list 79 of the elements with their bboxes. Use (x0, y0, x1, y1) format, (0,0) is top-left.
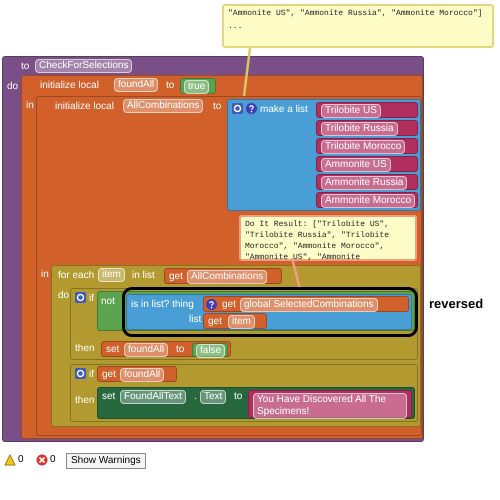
annotation-text: reversed (429, 296, 484, 311)
name-field: foundAll (114, 78, 158, 92)
block-label: do (58, 290, 70, 302)
name-field: Ammonite US (321, 158, 391, 172)
block-label: . (194, 391, 197, 403)
string-block (316, 120, 418, 136)
comment-bubble (222, 4, 494, 48)
block-label: set (102, 391, 116, 403)
comment-text: "Ammonite US", "Ammonite Russia", "Ammonite Morocco"] (227, 8, 484, 19)
comment-text: Do It Result: ["Trilobite US", "Trilobite Russia", "Trilobite Morocco", "Ammonite Morocco", "Ammonite US", "Ammonite (244, 219, 390, 263)
block-label: get (208, 316, 222, 328)
loop-block (51, 265, 421, 427)
string-block (316, 192, 418, 208)
block-label: for each (58, 270, 94, 282)
name-field: foundAll (120, 368, 164, 382)
name-field: CheckForSelections (35, 59, 132, 73)
getter-block (164, 268, 282, 284)
block-label: not (101, 296, 115, 308)
getter-block (203, 296, 409, 312)
name-field: foundAll (124, 343, 168, 357)
list-block (227, 99, 421, 211)
name-field: Text (200, 390, 226, 404)
getter-block (203, 313, 267, 329)
block-label: set (106, 344, 120, 356)
if-block (70, 288, 418, 360)
block-label: if (89, 369, 94, 381)
block-label: in (26, 100, 34, 112)
block-label: in list (132, 270, 155, 282)
count-label: 0 (18, 454, 24, 466)
toggle-button: Show Warnings (66, 453, 146, 469)
block-label: if (89, 293, 94, 305)
name-field: item (98, 268, 125, 282)
block-label: do (7, 81, 18, 93)
block-label: to (213, 101, 222, 113)
block-label: list (189, 314, 202, 326)
name-field: Ammonite Morocco (321, 194, 416, 208)
block-label: make a list (260, 104, 308, 116)
block-label: to (234, 391, 242, 403)
boolean-block (192, 343, 228, 357)
block-label: in (41, 269, 49, 281)
block-label: to (166, 80, 174, 92)
block-label: to (176, 344, 184, 356)
string-block (316, 174, 418, 190)
highlight-outline (122, 287, 418, 337)
name-field: false (196, 344, 226, 358)
block-label: get (102, 369, 116, 381)
block-label: get (222, 299, 236, 311)
getter-block (97, 366, 177, 382)
block-label: then (75, 395, 94, 407)
name-field: true (184, 80, 210, 94)
block-label: to (21, 61, 30, 73)
boolean-block (180, 78, 216, 94)
name-field: FoundAllText (120, 390, 186, 404)
string-block (316, 156, 418, 172)
block-label: get (169, 271, 183, 283)
block-label: then (75, 343, 94, 355)
name-field: global SelectedCombinations (240, 298, 378, 312)
comment-text: ... (227, 21, 244, 32)
logic-block (97, 291, 415, 331)
name-field: Ammonite Russia (321, 176, 408, 190)
setter-block (97, 387, 415, 419)
block-label: initialize local (55, 101, 114, 113)
count-label: 0 (50, 454, 56, 466)
if-block (70, 364, 418, 422)
comment-bubble (239, 215, 417, 261)
name-field: AllCombinations (187, 270, 268, 284)
name-field: Trilobite US (321, 104, 381, 118)
name-field: Trilobite Morocco (321, 140, 406, 154)
string-block (316, 138, 418, 154)
list-check-block (126, 294, 412, 330)
string-block (248, 390, 412, 418)
block-label: initialize local (40, 80, 99, 92)
setter-block (101, 341, 231, 357)
name-field: Trilobite Russia (321, 122, 398, 136)
string-block (316, 102, 418, 118)
name-field: AllCombinations (123, 99, 204, 113)
string-value: You Have Discovered All The Specimens! (253, 393, 407, 419)
name-field: item (228, 315, 255, 329)
block-label: is in list? thing (131, 299, 194, 311)
